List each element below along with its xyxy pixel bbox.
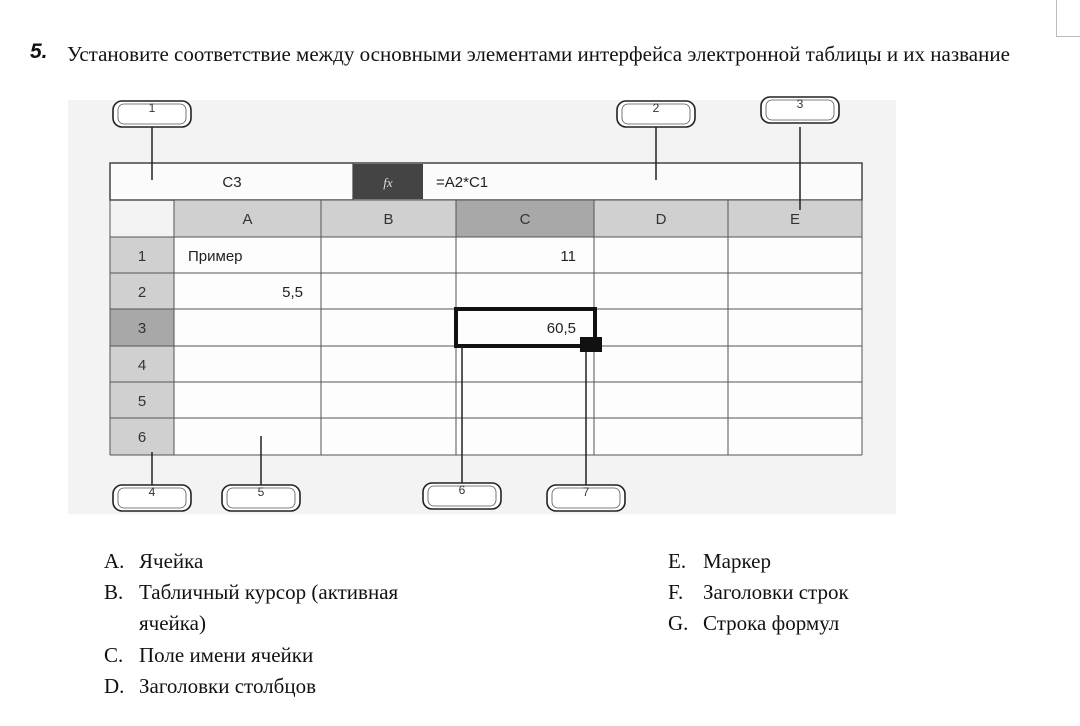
column-header-a xyxy=(174,200,321,237)
column-header-label: E xyxy=(790,211,800,228)
callout-box-inner xyxy=(765,99,835,121)
callout-lines xyxy=(151,127,801,487)
question-number: 5. xyxy=(30,40,48,63)
fx-icon-label: fx xyxy=(383,175,393,190)
row-header-5 xyxy=(110,382,174,418)
column-header-label: B xyxy=(383,211,393,228)
answer-text: Ячейка xyxy=(139,549,204,573)
name-box: C3 xyxy=(222,174,241,191)
answer-letter: D. xyxy=(104,674,125,698)
callout-box-4 xyxy=(112,484,192,512)
column-header-label: C xyxy=(520,211,531,228)
callout-label: 6 xyxy=(459,483,466,497)
callout-box-inner xyxy=(226,487,296,509)
callout-label: 3 xyxy=(797,97,804,111)
answer-letter: B. xyxy=(104,580,124,604)
row-header-6 xyxy=(110,418,174,455)
column-header-c xyxy=(456,200,594,237)
callout-box-7 xyxy=(546,484,626,512)
row-header-4 xyxy=(110,346,174,382)
row-header-label: 6 xyxy=(138,429,146,446)
callout-box-inner xyxy=(621,103,691,125)
row-header-1 xyxy=(110,237,174,273)
answer-text: Заголовки строк xyxy=(703,580,849,604)
row-header-3 xyxy=(110,309,174,346)
row-header-label: 4 xyxy=(138,357,146,374)
callout-label: 2 xyxy=(653,101,660,115)
callout-box-3 xyxy=(760,96,840,124)
answer-letter: G. xyxy=(668,611,689,635)
callout-box-inner xyxy=(117,103,187,125)
cell-grid: A B C D E 1 2 3 4 5 6 Пример 11 5,5 60,5 xyxy=(109,199,863,456)
answer-text: Табличный курсор (активная xyxy=(139,580,399,604)
column-header-label: D xyxy=(656,211,667,228)
callout-label: 5 xyxy=(258,485,265,499)
callout-label: 1 xyxy=(149,101,156,115)
cell-a2: 5,5 xyxy=(282,284,303,301)
callout-box-inner xyxy=(551,487,621,509)
callout-box-6 xyxy=(422,482,502,510)
cell-c3: 60,5 xyxy=(547,320,576,337)
row-header-label: 1 xyxy=(138,248,146,265)
answer-text: Маркер xyxy=(703,549,771,573)
callout-box-5 xyxy=(221,484,301,512)
formula-text: =A2*C1 xyxy=(436,174,488,191)
cell-c1: 11 xyxy=(560,248,576,265)
answer-letter: F. xyxy=(668,580,684,604)
active-cell-cursor xyxy=(454,307,597,348)
callout-box-2 xyxy=(616,100,696,128)
callout-box-inner xyxy=(117,487,187,509)
row-header-label: 5 xyxy=(138,393,146,410)
answer-letter: A. xyxy=(104,549,125,573)
question-text: Установите соответствие между основными … xyxy=(67,42,1010,66)
column-header-b xyxy=(321,200,456,237)
callout-box-1 xyxy=(112,100,192,128)
callout-box-inner xyxy=(427,485,497,507)
row-header-label: 3 xyxy=(138,320,146,337)
callout-boxes: 1 2 3 4 5 6 7 xyxy=(112,96,840,512)
answer-letter: C. xyxy=(104,643,124,667)
callout-label: 7 xyxy=(583,485,590,499)
fill-handle-marker xyxy=(580,337,602,352)
answer-letter: E. xyxy=(668,549,687,573)
answer-text-cont: ячейка) xyxy=(139,611,206,635)
page-corner-mark xyxy=(1056,0,1080,37)
row-header-2 xyxy=(110,273,174,309)
row-header-label: 2 xyxy=(138,284,146,301)
answer-text: Поле имени ячейки xyxy=(139,643,314,667)
answer-text: Строка формул xyxy=(703,611,840,635)
column-header-e xyxy=(728,200,862,237)
answer-text: Заголовки столбцов xyxy=(139,674,317,698)
column-header-d xyxy=(594,200,728,237)
fx-icon xyxy=(353,164,423,199)
cell-a1: Пример xyxy=(188,248,243,265)
callout-label: 4 xyxy=(149,485,156,499)
column-header-label: A xyxy=(242,211,252,228)
